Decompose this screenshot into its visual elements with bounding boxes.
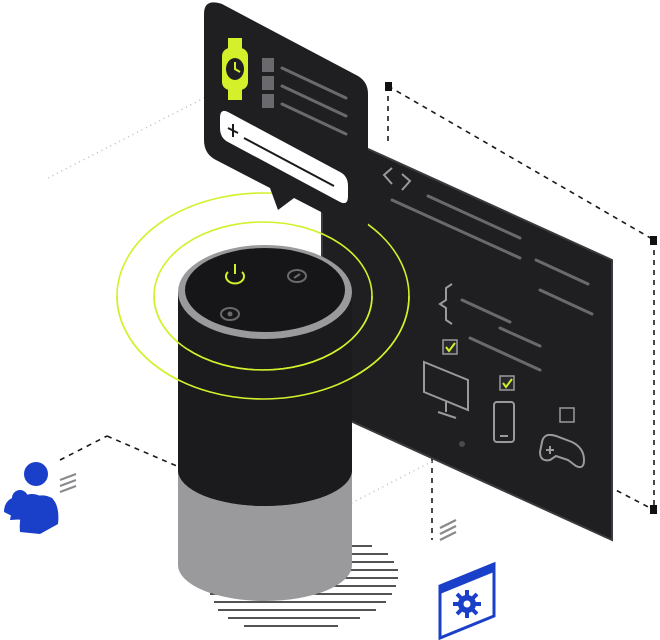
- settings-gear-icon: [453, 590, 481, 618]
- checkbox-empty-icon: [559, 407, 575, 423]
- connector-lines: [59, 85, 655, 540]
- speaker-button-volume: [287, 269, 307, 283]
- settings-label-lines: [439, 519, 457, 541]
- voice-rings-front: [116, 295, 410, 400]
- bubble-add-input[interactable]: [220, 110, 348, 204]
- power-icon: [225, 264, 245, 285]
- desktop-monitor-icon: [423, 360, 469, 419]
- speaker-button-mute: [220, 307, 240, 321]
- checkbox-checked-icon: [442, 339, 458, 355]
- connector-endpoints: [385, 82, 657, 514]
- smartwatch-icon: [222, 38, 248, 100]
- settings-window[interactable]: [438, 561, 496, 640]
- panel-indicator-dot: [459, 441, 465, 447]
- code-text-lines: [390, 194, 594, 372]
- smartphone-icon: [493, 401, 515, 443]
- code-brackets-icon: [382, 167, 412, 191]
- gamepad-icon: [538, 433, 586, 469]
- checkbox-checked-icon: [499, 375, 515, 391]
- notification-bubble: [204, 2, 368, 232]
- code-curly-bracket-icon: [438, 283, 453, 325]
- speaker-front-overlay: [178, 330, 352, 506]
- bubble-list: [262, 58, 348, 136]
- users-icon: [4, 462, 59, 534]
- plus-icon: [227, 124, 239, 137]
- users-icon-label-lines: [59, 472, 77, 494]
- code-screen-panel: [321, 126, 613, 542]
